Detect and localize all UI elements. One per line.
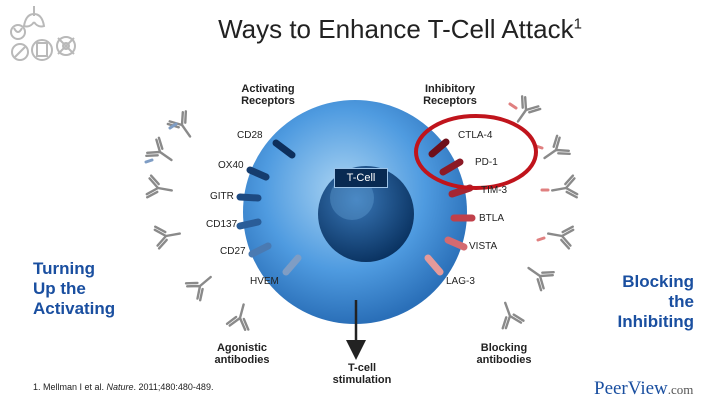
blocking-antibody [551,174,579,199]
agonistic-header: Agonistic antibodies [202,342,282,366]
agonistic-antibody-group [145,110,250,331]
left-caption: Turning Up the Activating [33,259,153,319]
agonistic-antibody [225,303,250,331]
inhibitory-header: Inhibitory Receptors [410,83,490,107]
molecule-icon [56,36,76,56]
receptor-stub-ox40 [246,166,270,181]
lungs-icon [22,6,46,28]
blocking-header: Blocking antibodies [464,342,544,366]
receptor-stub-ctla4 [428,138,450,158]
receptor-label-lag3: LAG-3 [446,276,475,287]
agonistic-antibody [184,275,212,302]
blocking-header-line1: Blocking [480,342,528,354]
receptor-label-cd137: CD137 [206,219,238,230]
title-text: Ways to Enhance T-Cell Attack [218,14,574,44]
agonistic-antibody [153,225,181,250]
inhibitory-header-line2: Receptors [423,95,477,107]
receptor-stub-gitr [236,193,262,202]
title-footnote-mark: 1 [573,15,582,33]
receptor-label-cd27: CD27 [220,246,246,257]
blocking-antibody [527,266,555,292]
right-caption-line1: Blocking [622,272,694,291]
specialty-icons-svg [10,6,76,61]
receptor-label-pd1: PD-1 [475,157,498,168]
blocking-antibody [501,301,525,330]
reference-citation: 1. Mellman I et al. Nature. 2011;480:480… [33,382,213,392]
antibody-tip-marks [144,102,550,242]
tcell-label: T-Cell [334,168,388,188]
receptor-stub-cd28 [272,139,296,159]
receptor-label-ox40: OX40 [218,160,244,171]
receptor-label-gitr: GITR [210,191,234,202]
right-caption-line3: Inhibiting [617,312,694,331]
inhibitory-header-line1: Inhibitory [424,83,476,95]
agonistic-antibody [145,136,173,162]
specialty-icon-cluster [0,0,90,62]
reference-details: . 2011;480:480-489. [133,382,214,392]
blocking-header-line2: antibodies [476,354,532,366]
stimulation-header: T-cell stimulation [322,362,402,386]
receptor-stub-cd27 [248,242,272,258]
receptor-stub-cd137 [236,218,262,230]
stethoscope-icon [10,24,26,40]
receptor-stub-pd1 [439,158,464,176]
antibody-tip [144,158,154,164]
antibody-tip [508,102,518,110]
left-caption-line2: Up the [33,279,86,298]
brand-main: PeerView [594,378,668,399]
antibody-tip [536,236,546,242]
activating-header-line1: Activating [241,83,295,95]
activating-header-line2: Receptors [241,95,295,107]
tcell-nucleus [318,166,414,262]
reference-journal: Nature [106,382,134,392]
activating-header: Activating Receptors [228,83,308,107]
brand-suffix: .com [667,382,694,397]
left-caption-line1: Turning [33,259,95,278]
receptor-label-vista: VISTA [469,241,498,252]
receptor-stub-lag3 [424,254,444,276]
agonistic-header-line2: antibodies [214,354,270,366]
receptor-label-cd28: CD28 [237,130,263,141]
blocking-antibody [547,225,575,250]
antibody-tip [168,122,178,130]
receptor-label-btla: BTLA [479,213,505,224]
blocking-antibody [516,95,542,123]
pill-icon [11,43,29,61]
activating-receptor-stubs [236,139,302,276]
blocking-antibody-group [501,95,579,330]
stimulation-header-line2: stimulation [332,374,392,386]
highlight-ring [414,114,538,190]
receptor-label-tim3: TIM-3 [481,185,508,196]
receptor-label-ctla4: CTLA-4 [458,130,493,141]
stimulation-header-line1: T-cell [347,362,377,374]
clipboard-icon [31,39,53,61]
brand-logo: PeerView.com [594,378,693,400]
receptor-stub-vista [444,236,468,251]
agonistic-header-line1: Agonistic [216,342,268,354]
blocking-antibody [543,134,571,160]
slide-title: Ways to Enhance T-Cell Attack1 [150,14,650,45]
right-caption: Blocking the Inhibiting [570,272,694,332]
right-caption-line2: the [668,292,695,311]
receptor-label-hvem: HVEM [250,276,279,287]
left-caption-line3: Activating [33,299,116,318]
agonistic-antibody [145,174,173,199]
reference-authors: 1. Mellman I et al. [33,382,107,392]
receptor-stub-hvem [282,254,302,276]
